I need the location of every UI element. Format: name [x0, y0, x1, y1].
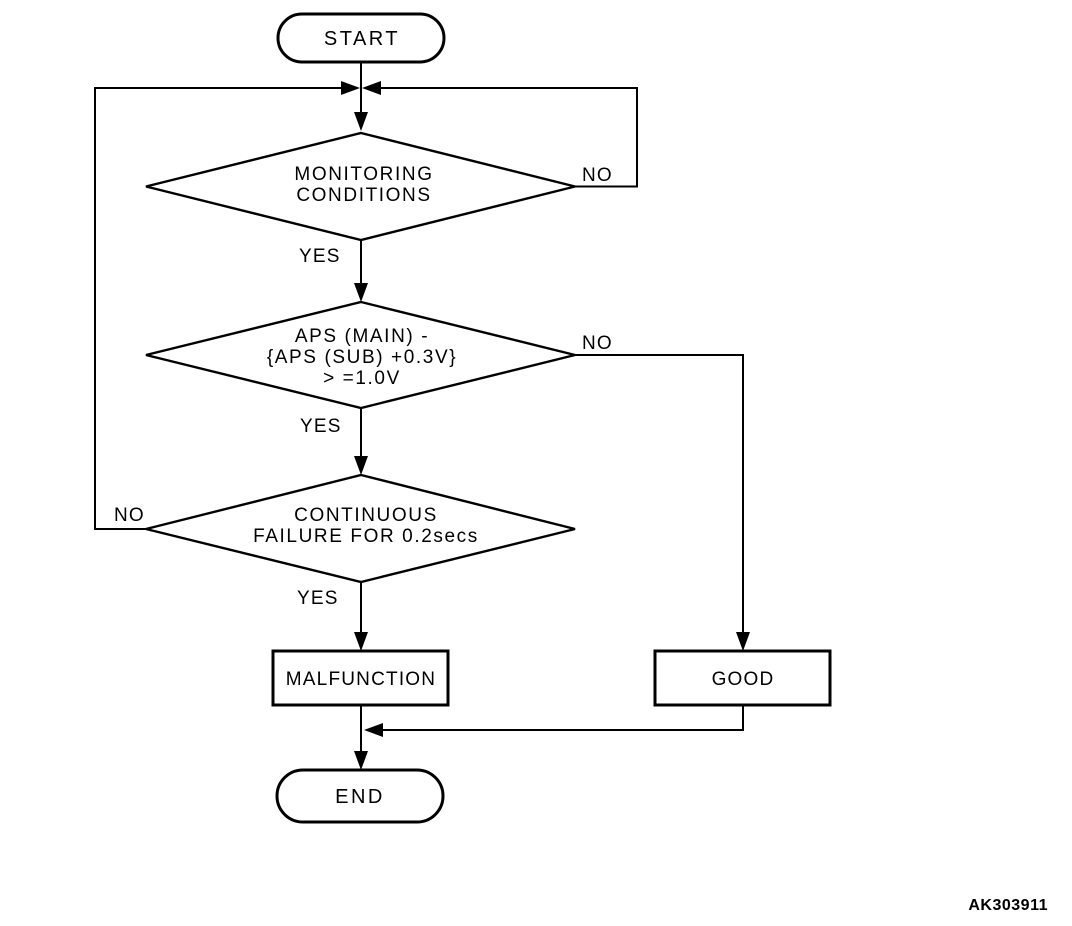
process-good: GOOD	[653, 649, 832, 707]
arrowhead-into-malfunction	[354, 632, 368, 651]
arrowhead-good-into-merge	[364, 723, 383, 737]
start-label: START	[324, 28, 400, 50]
good-process-shape	[653, 649, 832, 707]
monitoring-label-line1: MONITORING	[294, 164, 433, 185]
arrowheads	[341, 81, 750, 770]
good-label: GOOD	[712, 669, 775, 690]
malfunction-process-shape	[271, 649, 450, 707]
arrowhead-into-continuous	[354, 456, 368, 475]
arrowhead-right-loop-into-merge	[362, 81, 381, 95]
edge-aps-no	[575, 354, 744, 634]
figure-code: AK303911	[968, 897, 1048, 914]
end-label: END	[335, 786, 385, 808]
aps-yes-label: YES	[300, 416, 342, 437]
decision-continuous-failure: CONTINUOUS FAILURE FOR 0.2secs	[145, 473, 576, 584]
continuous-no-label: NO	[114, 505, 145, 526]
arrowhead-left-loop-into-merge	[341, 81, 360, 95]
edge-monitoring-no-loop	[379, 87, 638, 188]
monitoring-yes-label: YES	[299, 246, 341, 267]
arrowhead-into-aps	[354, 283, 368, 302]
end-terminator-shape	[275, 768, 445, 824]
start-terminator-shape	[276, 12, 446, 64]
aps-no-label: NO	[582, 333, 613, 354]
monitoring-no-label: NO	[582, 165, 613, 186]
arrowhead-into-monitoring	[354, 112, 368, 131]
monitoring-label-line2: CONDITIONS	[296, 185, 431, 206]
arrowhead-into-end	[354, 751, 368, 770]
arrowhead-into-good	[736, 632, 750, 651]
edge-good-to-merge	[381, 705, 744, 731]
aps-decision-shape	[145, 300, 576, 410]
continuous-decision-shape	[145, 473, 576, 584]
end-node: END	[275, 768, 445, 824]
edge-continuous-no-loop	[94, 87, 343, 530]
aps-label-line2: {APS (SUB) +0.3V}	[267, 347, 457, 368]
continuous-yes-label: YES	[297, 588, 339, 609]
start-node: START	[276, 12, 446, 64]
edges	[94, 62, 744, 754]
malfunction-label: MALFUNCTION	[286, 669, 436, 690]
monitoring-decision-shape	[145, 131, 576, 242]
continuous-label-line2: FAILURE FOR 0.2secs	[253, 526, 479, 547]
aps-label-line1: APS (MAIN) -	[295, 326, 429, 347]
process-malfunction: MALFUNCTION	[271, 649, 450, 707]
branch-labels: NO YES NO YES NO YES	[114, 165, 613, 609]
decision-monitoring-conditions: MONITORING CONDITIONS	[145, 131, 576, 242]
aps-label-line3: > =1.0V	[323, 368, 401, 389]
continuous-label-line1: CONTINUOUS	[294, 505, 438, 526]
decision-aps-comparison: APS (MAIN) - {APS (SUB) +0.3V} > =1.0V	[145, 300, 576, 410]
